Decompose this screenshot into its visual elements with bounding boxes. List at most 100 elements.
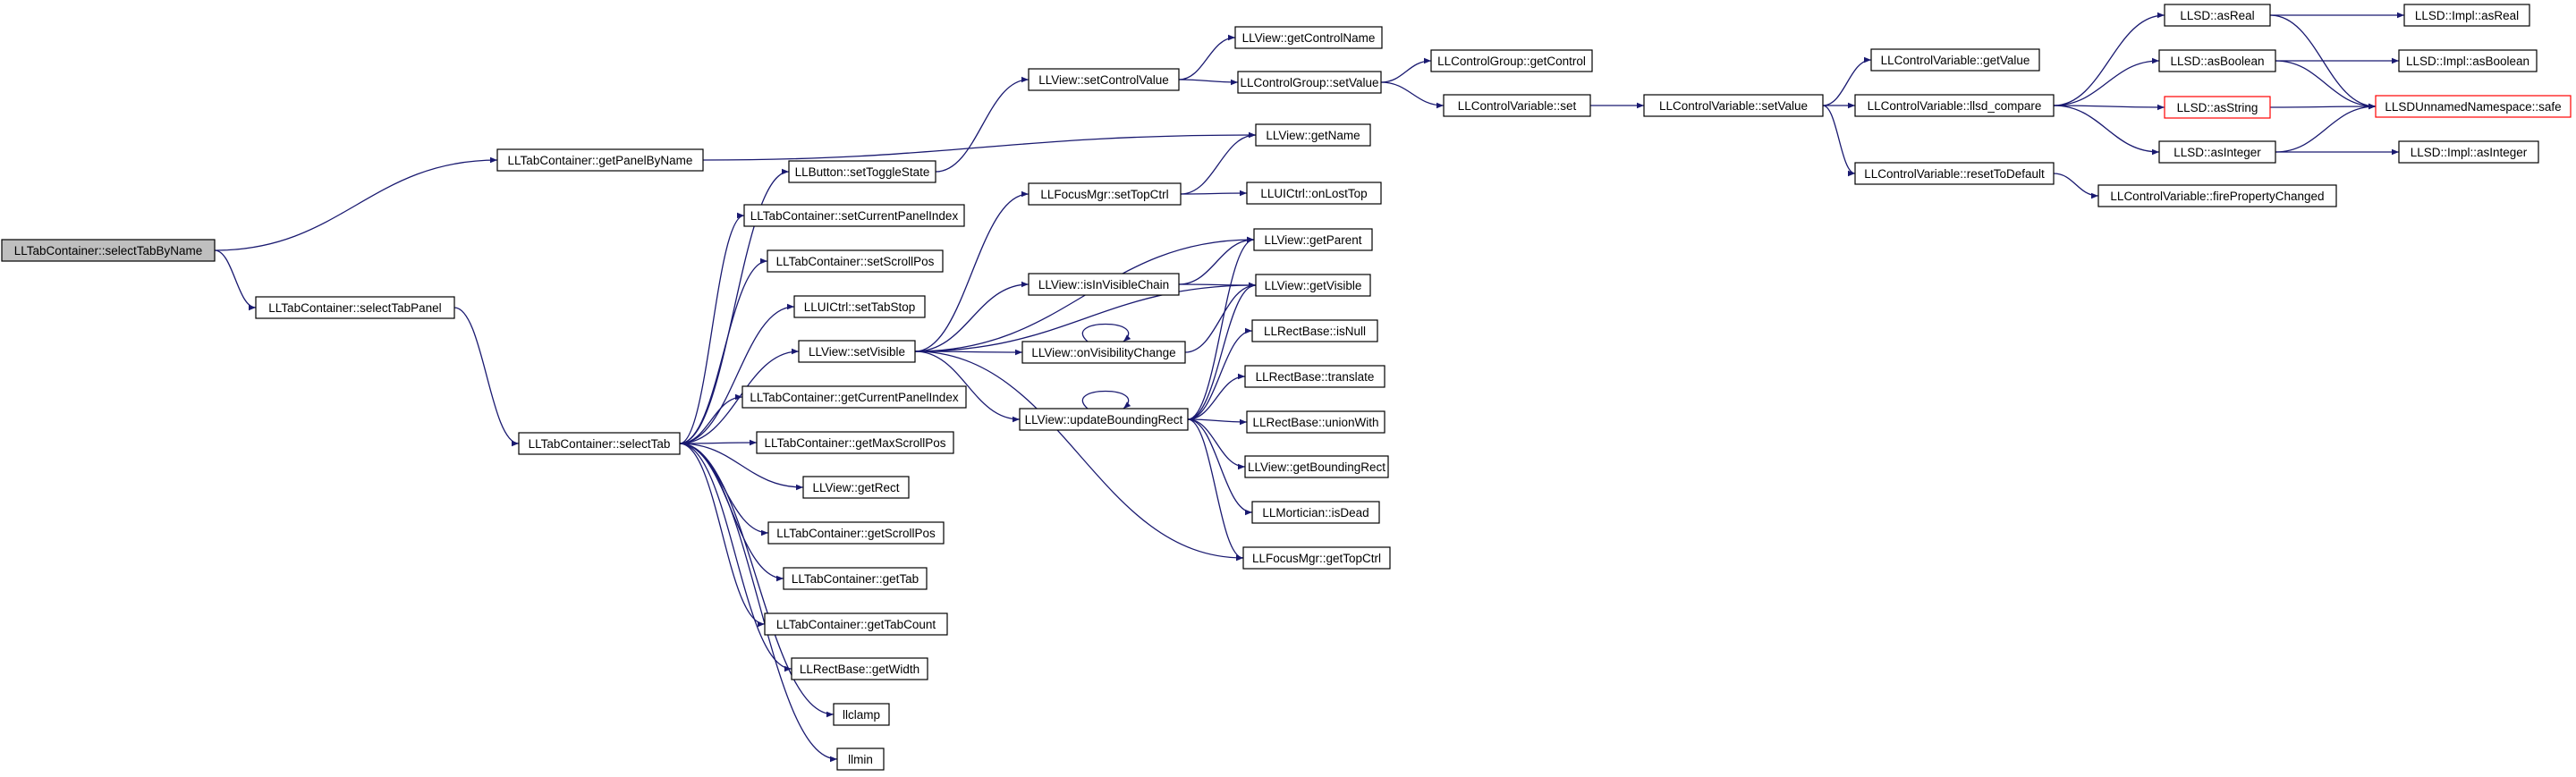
node-box-cggc[interactable] xyxy=(1430,49,1593,72)
node-box-cgsv[interactable] xyxy=(1237,71,1382,94)
node-asbool[interactable]: LLSD::asBoolean xyxy=(2158,49,2276,72)
node-box-fmst[interactable] xyxy=(1028,182,1182,206)
node-cvrtd[interactable]: LLControlVariable::resetToDefault xyxy=(1854,162,2055,185)
node-translate[interactable]: LLRectBase::translate xyxy=(1244,365,1385,388)
node-box-sts[interactable] xyxy=(793,295,926,318)
node-fpc[interactable]: LLControlVariable::firePropertyChanged xyxy=(2097,184,2337,207)
node-gbr[interactable]: LLView::getBoundingRect xyxy=(1244,455,1389,478)
node-gparent[interactable]: LLView::getParent xyxy=(1253,228,1373,251)
node-cgsv[interactable]: LLControlGroup::setValue xyxy=(1237,71,1382,94)
node-box-iasint[interactable] xyxy=(2398,140,2539,164)
node-sv[interactable]: LLView::setVisible xyxy=(798,340,916,363)
node-cggc[interactable]: LLControlGroup::getControl xyxy=(1430,49,1593,72)
node-gtc[interactable]: LLTabContainer::getTabCount xyxy=(764,612,948,636)
node-box-translate[interactable] xyxy=(1244,365,1385,388)
node-box-asbool[interactable] xyxy=(2158,49,2276,72)
node-box-gsp[interactable] xyxy=(767,521,945,545)
node-isnull[interactable]: LLRectBase::isNull xyxy=(1251,319,1378,342)
node-cvset[interactable]: LLControlVariable::set xyxy=(1443,94,1591,117)
node-iasbool[interactable]: LLSD::Impl::asBoolean xyxy=(2398,49,2538,72)
node-box-root[interactable] xyxy=(1,239,216,262)
node-box-ubr[interactable] xyxy=(1019,408,1189,431)
node-llmin[interactable]: llmin xyxy=(836,747,885,771)
node-box-llclamp[interactable] xyxy=(833,703,890,726)
node-box-cvset[interactable] xyxy=(1443,94,1591,117)
node-box-llmin[interactable] xyxy=(836,747,885,771)
node-box-safe[interactable] xyxy=(2375,95,2572,118)
node-asreal[interactable]: LLSD::asReal xyxy=(2164,4,2271,27)
node-box-cvrtd[interactable] xyxy=(1854,162,2055,185)
node-iasint[interactable]: LLSD::Impl::asInteger xyxy=(2398,140,2539,164)
node-gcpi[interactable]: LLTabContainer::getCurrentPanelIndex xyxy=(741,385,967,409)
node-ovc[interactable]: LLView::onVisibilityChange xyxy=(1021,341,1186,364)
node-box-gtab[interactable] xyxy=(783,567,928,590)
node-box-gname[interactable] xyxy=(1255,123,1371,147)
node-union[interactable]: LLRectBase::unionWith xyxy=(1246,410,1385,434)
node-box-ssp[interactable] xyxy=(767,249,944,273)
node-isdead[interactable]: LLMortician::isDead xyxy=(1251,501,1380,524)
node-cvgv[interactable]: LLControlVariable::getValue xyxy=(1870,48,2040,72)
node-scpi[interactable]: LLTabContainer::setCurrentPanelIndex xyxy=(743,204,965,227)
node-fmst[interactable]: LLFocusMgr::setTopCtrl xyxy=(1028,182,1182,206)
node-box-btn[interactable] xyxy=(788,160,936,183)
node-box-cvsv[interactable] xyxy=(1643,94,1824,117)
node-ubr[interactable]: LLView::updateBoundingRect xyxy=(1019,408,1189,431)
node-safe[interactable]: LLSDUnnamedNamespace::safe xyxy=(2375,95,2572,118)
node-box-gtopc[interactable] xyxy=(1242,546,1391,570)
node-asstr[interactable]: LLSD::asString xyxy=(2164,96,2271,119)
node-box-grect[interactable] xyxy=(802,476,910,499)
node-box-gcn[interactable] xyxy=(1234,26,1383,49)
node-box-gparent[interactable] xyxy=(1253,228,1373,251)
node-box-asint[interactable] xyxy=(2158,140,2276,164)
node-stp[interactable]: LLTabContainer::selectTabPanel xyxy=(255,296,455,319)
node-box-gpbn[interactable] xyxy=(496,148,704,172)
node-box-iasreal[interactable] xyxy=(2403,4,2530,27)
node-olt[interactable]: LLUICtrl::onLostTop xyxy=(1246,182,1382,205)
node-asint[interactable]: LLSD::asInteger xyxy=(2158,140,2276,164)
node-box-st[interactable] xyxy=(518,432,681,455)
node-box-cvcmp[interactable] xyxy=(1854,94,2055,117)
node-box-iasbool[interactable] xyxy=(2398,49,2538,72)
node-box-gw[interactable] xyxy=(791,657,928,680)
node-st[interactable]: LLTabContainer::selectTab xyxy=(518,432,681,455)
node-cvcmp[interactable]: LLControlVariable::llsd_compare xyxy=(1854,94,2055,117)
node-box-asstr[interactable] xyxy=(2164,96,2271,119)
node-gvis[interactable]: LLView::getVisible xyxy=(1255,274,1371,297)
node-box-fpc[interactable] xyxy=(2097,184,2337,207)
node-gname[interactable]: LLView::getName xyxy=(1255,123,1371,147)
node-cvsv[interactable]: LLControlVariable::setValue xyxy=(1643,94,1824,117)
node-box-sv[interactable] xyxy=(798,340,916,363)
node-box-gcpi[interactable] xyxy=(741,385,967,409)
node-iasreal[interactable]: LLSD::Impl::asReal xyxy=(2403,4,2530,27)
node-box-isdead[interactable] xyxy=(1251,501,1380,524)
node-gtopc[interactable]: LLFocusMgr::getTopCtrl xyxy=(1242,546,1391,570)
node-box-gtc[interactable] xyxy=(764,612,948,636)
node-box-cvgv[interactable] xyxy=(1870,48,2040,72)
node-gcn[interactable]: LLView::getControlName xyxy=(1234,26,1383,49)
node-box-ivc[interactable] xyxy=(1028,273,1180,296)
node-gsp[interactable]: LLTabContainer::getScrollPos xyxy=(767,521,945,545)
node-box-gvis[interactable] xyxy=(1255,274,1371,297)
node-gmsp[interactable]: LLTabContainer::getMaxScrollPos xyxy=(756,431,954,454)
node-ssp[interactable]: LLTabContainer::setScrollPos xyxy=(767,249,944,273)
node-gtab[interactable]: LLTabContainer::getTab xyxy=(783,567,928,590)
node-box-gbr[interactable] xyxy=(1244,455,1389,478)
node-box-olt[interactable] xyxy=(1246,182,1382,205)
node-box-ovc[interactable] xyxy=(1021,341,1186,364)
node-box-union[interactable] xyxy=(1246,410,1385,434)
node-root[interactable]: LLTabContainer::selectTabByName xyxy=(1,239,216,262)
node-btn[interactable]: LLButton::setToggleState xyxy=(788,160,936,183)
node-gpbn[interactable]: LLTabContainer::getPanelByName xyxy=(496,148,704,172)
node-sts[interactable]: LLUICtrl::setTabStop xyxy=(793,295,926,318)
node-gw[interactable]: LLRectBase::getWidth xyxy=(791,657,928,680)
node-llclamp[interactable]: llclamp xyxy=(833,703,890,726)
node-box-scv[interactable] xyxy=(1028,68,1180,91)
node-ivc[interactable]: LLView::isInVisibleChain xyxy=(1028,273,1180,296)
node-grect[interactable]: LLView::getRect xyxy=(802,476,910,499)
node-scv[interactable]: LLView::setControlValue xyxy=(1028,68,1180,91)
node-box-isnull[interactable] xyxy=(1251,319,1378,342)
node-box-gmsp[interactable] xyxy=(756,431,954,454)
node-box-asreal[interactable] xyxy=(2164,4,2271,27)
node-box-scpi[interactable] xyxy=(743,204,965,227)
node-box-stp[interactable] xyxy=(255,296,455,319)
